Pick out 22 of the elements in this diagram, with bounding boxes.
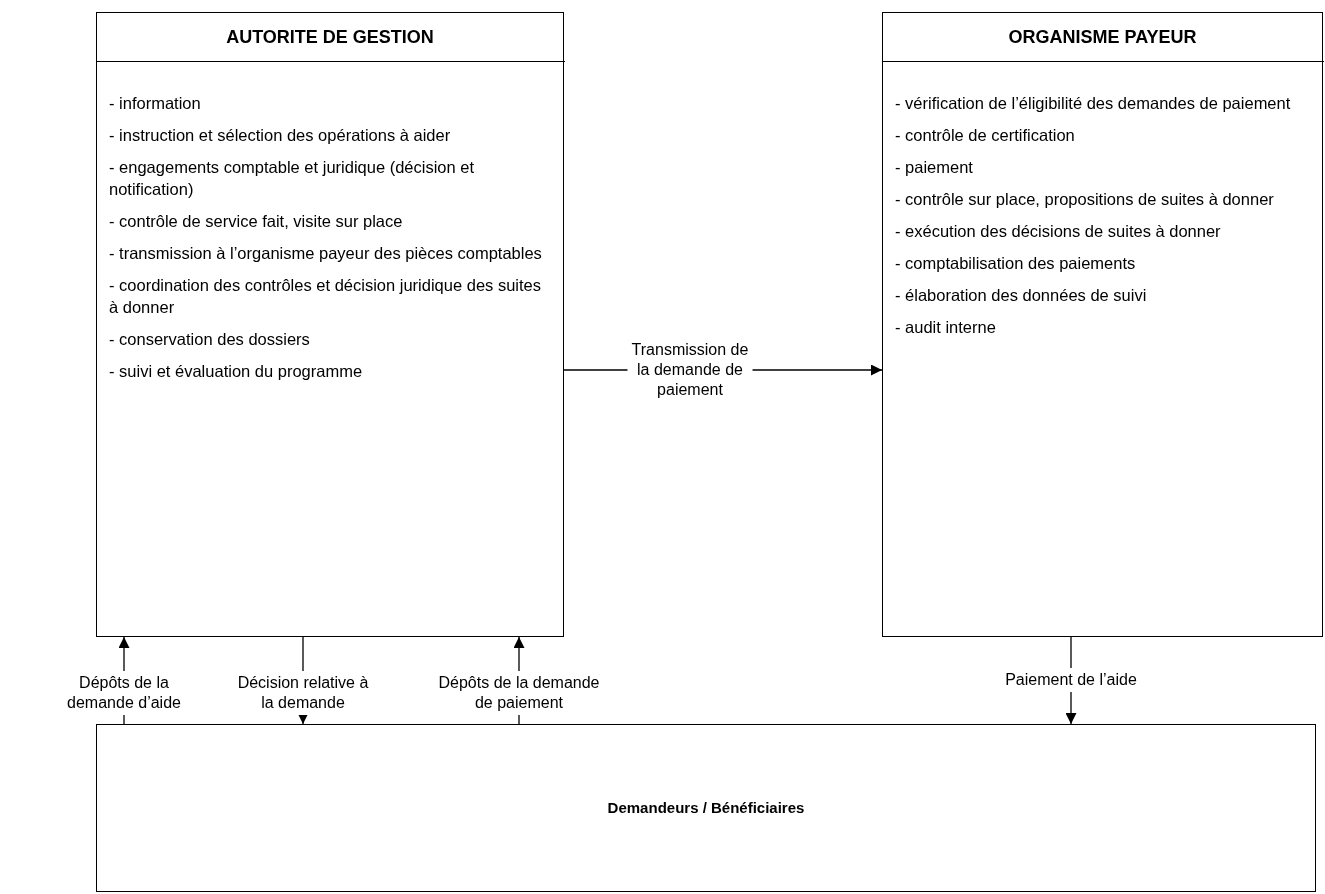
list-item: - information — [109, 93, 202, 114]
process-box — [96, 12, 564, 637]
list-item: - contrôle de certification — [895, 125, 1076, 146]
list-item: - conservation des dossiers — [109, 329, 311, 350]
list-item: - transmission à l’organisme payeur des pièces comptables — [109, 243, 543, 264]
process-box — [882, 12, 1323, 637]
list-item: - engagements comptable et juridique (décision et notification) — [109, 157, 476, 200]
box-heading: ORGANISME PAYEUR — [881, 13, 1324, 62]
list-item: - instruction et sélection des opérations à aider — [109, 125, 452, 146]
list-item: - exécution des décisions de suites à donner — [895, 221, 1222, 242]
list-item: - audit interne — [895, 317, 997, 338]
list-item: - paiement — [895, 157, 974, 178]
list-item: - contrôle sur place, propositions de suites à donner — [895, 189, 1275, 210]
list-item: - contrôle de service fait, visite sur place — [109, 211, 404, 232]
list-item: - comptabilisation des paiements — [895, 253, 1137, 274]
box-heading: Demandeurs / Bénéficiaires — [606, 799, 806, 816]
list-item: - élaboration des données de suivi — [895, 285, 1148, 306]
list-item: - suivi et évaluation du programme — [109, 361, 364, 382]
list-item: - vérification de l’éligibilité des demandes de paiement — [895, 93, 1292, 114]
box-heading: AUTORITE DE GESTION — [95, 13, 565, 62]
list-item: - coordination des contrôles et décision juridique des suites à donner — [109, 275, 542, 318]
process-box — [96, 724, 1316, 892]
